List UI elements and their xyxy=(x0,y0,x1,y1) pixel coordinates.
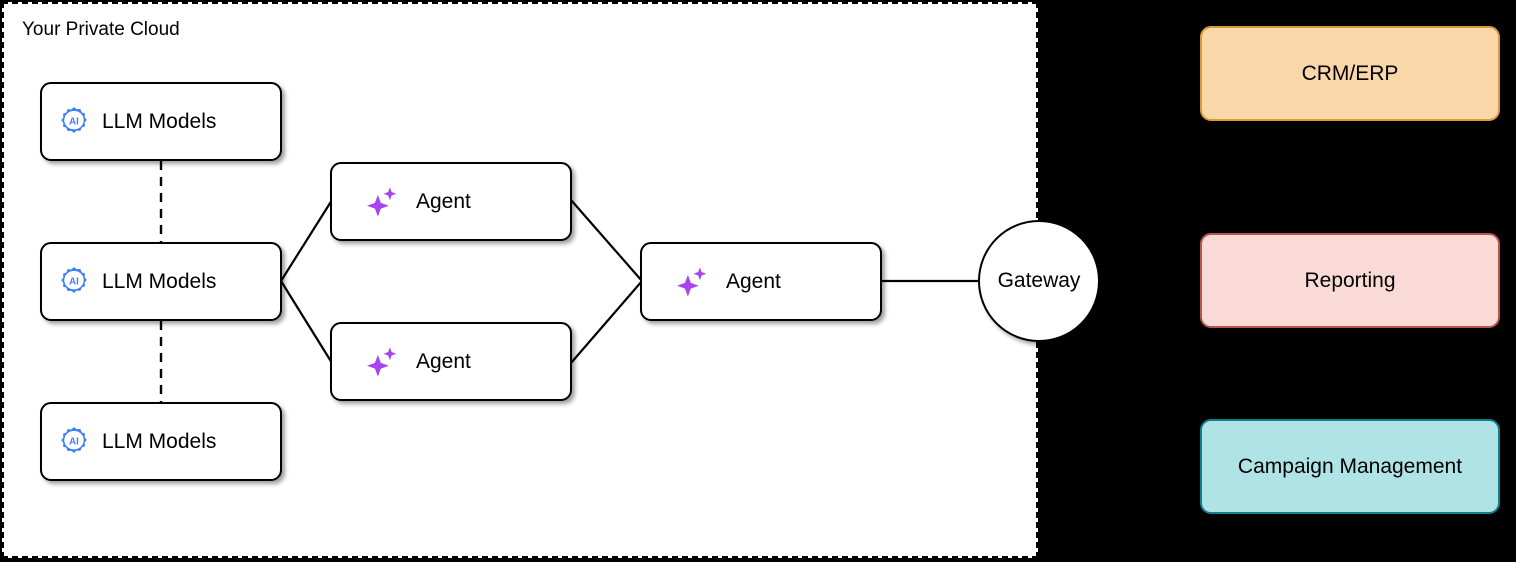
reporting-node[interactable]: Reporting xyxy=(1200,233,1500,328)
llm-models-label: LLM Models xyxy=(102,109,217,133)
svg-text:AI: AI xyxy=(69,116,79,127)
crm-erp-label: CRM/ERP xyxy=(1301,61,1399,85)
agent-label: Agent xyxy=(416,349,471,373)
crm-erp-node[interactable]: CRM/ERP xyxy=(1200,26,1500,121)
reporting-label: Reporting xyxy=(1304,268,1396,292)
llm-models-node-1[interactable]: AI LLM Models xyxy=(40,82,282,161)
ai-badge-icon: AI xyxy=(61,426,87,453)
sparkle-icon xyxy=(367,186,397,217)
campaign-management-node[interactable]: Campaign Management xyxy=(1200,419,1500,514)
svg-text:AI: AI xyxy=(69,436,79,447)
agent-node-3[interactable]: Agent xyxy=(640,242,882,321)
agent-label: Agent xyxy=(416,189,471,213)
agent-node-1[interactable]: Agent xyxy=(330,162,572,241)
ai-badge-icon: AI xyxy=(61,266,87,293)
ai-badge-icon: AI xyxy=(61,106,87,133)
llm-models-node-3[interactable]: AI LLM Models xyxy=(40,402,282,481)
agent-node-2[interactable]: Agent xyxy=(330,322,572,401)
sparkle-icon xyxy=(367,346,397,377)
agent-label: Agent xyxy=(726,269,781,293)
campaign-management-label: Campaign Management xyxy=(1237,454,1463,478)
llm-models-node-2[interactable]: AI LLM Models xyxy=(40,242,282,321)
llm-models-label: LLM Models xyxy=(102,429,217,453)
gateway-label: Gateway xyxy=(997,269,1081,292)
sparkle-icon xyxy=(677,266,707,297)
llm-models-label: LLM Models xyxy=(102,269,217,293)
gateway-node[interactable]: Gateway xyxy=(978,220,1100,342)
private-cloud-title: Your Private Cloud xyxy=(22,19,180,40)
svg-text:AI: AI xyxy=(69,276,79,287)
